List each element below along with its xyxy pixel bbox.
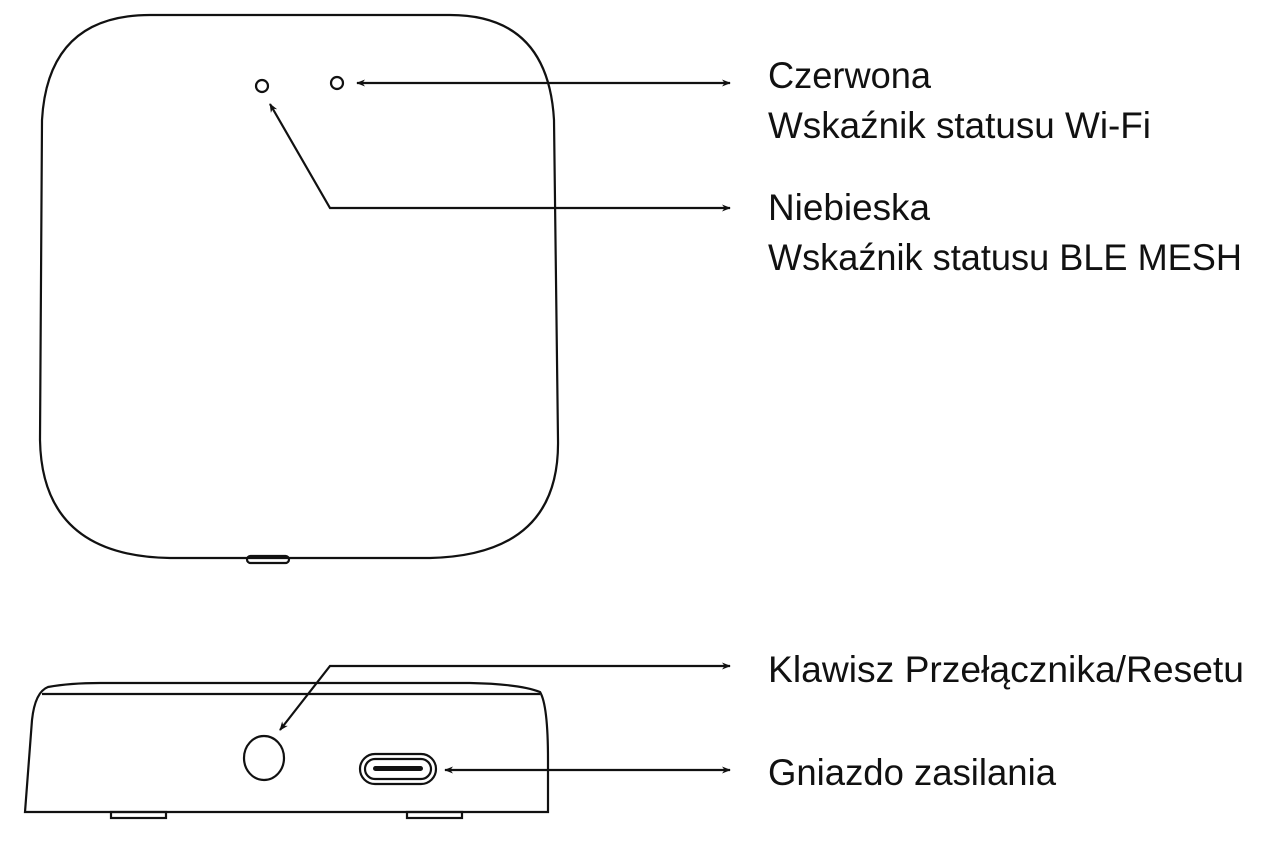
reset-button [242,734,286,782]
usb-c-port [358,752,438,786]
red-led-indicator [329,75,345,91]
foot-left [109,810,168,820]
blue-led-title: Niebieska [768,187,930,228]
reset-arrow [279,662,731,731]
bottom-notch [245,554,291,565]
foot-right [405,810,464,820]
device-side-view [23,681,550,820]
blue-led-indicator [254,78,270,94]
reset-key-label: Klawisz Przełącznika/Resetu [768,649,1244,690]
blue-led-description: Wskaźnik statusu BLE MESH [768,237,1242,278]
device-top-view [38,13,560,565]
power-socket-label: Gniazdo zasilania [768,752,1056,793]
red-led-title: Czerwona [768,55,931,96]
blue-led-arrow [269,103,731,212]
red-led-description: Wskaźnik statusu Wi-Fi [768,105,1151,146]
